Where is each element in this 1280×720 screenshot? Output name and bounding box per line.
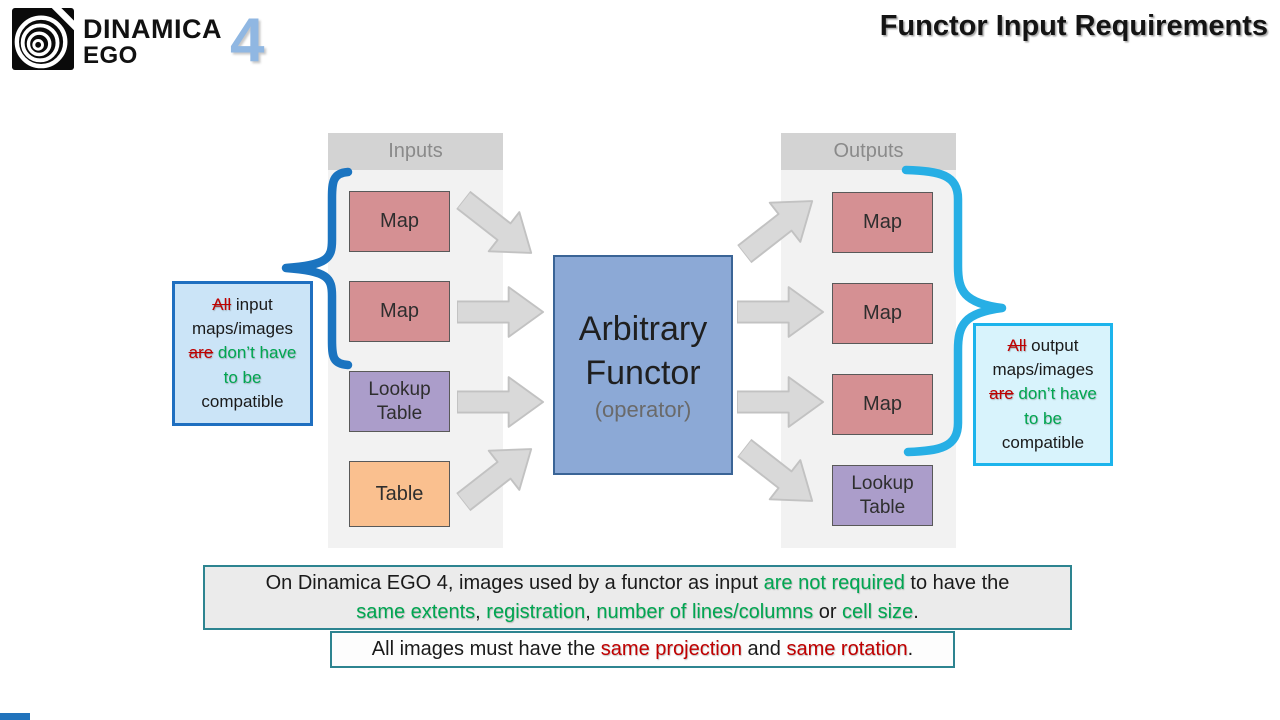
lookup-box: Lookup Table xyxy=(349,371,450,432)
functor-title-line1: Arbitrary xyxy=(578,309,708,348)
text-segment: same projection xyxy=(600,638,742,660)
text-segment: or xyxy=(813,600,843,623)
box-label: Map xyxy=(863,211,902,233)
box-label: Map xyxy=(863,302,902,324)
logo-name: DINAMICA xyxy=(83,14,222,44)
text-segment: . xyxy=(907,638,914,660)
input-compatibility-callout: All input maps/images are don’t have to … xyxy=(172,281,313,426)
text-segment: On Dinamica EGO 4, images used by a func… xyxy=(265,571,764,594)
text-segment: , xyxy=(475,600,487,623)
text-segment: All xyxy=(1007,335,1027,355)
requirements-note: On Dinamica EGO 4, images used by a func… xyxy=(203,565,1072,630)
text-segment: compatible xyxy=(201,391,284,411)
logo-subname: EGO xyxy=(83,42,138,69)
box-label: Map xyxy=(380,210,419,232)
box-label: Lookup Table xyxy=(851,472,914,518)
functor-title-line2: Functor xyxy=(585,354,701,392)
flow-arrow-output-1 xyxy=(736,200,814,264)
text-segment: registration xyxy=(486,600,586,623)
table-box: Table xyxy=(349,461,450,527)
text-segment: compatible xyxy=(1001,432,1085,452)
text-segment: . xyxy=(913,600,919,623)
text-segment: don’t have to be xyxy=(217,343,297,387)
text-segment: All images must have the xyxy=(371,638,601,660)
box-label: Map xyxy=(863,393,902,415)
output-compatibility-callout: All output maps/images are don’t have to… xyxy=(973,323,1113,466)
map-box: Map xyxy=(832,283,933,344)
box-label: Lookup Table xyxy=(368,378,431,424)
text-segment: same rotation xyxy=(786,638,908,660)
text-segment: , xyxy=(585,600,597,623)
flow-arrow-input-4 xyxy=(455,448,533,512)
flow-arrow-input-1 xyxy=(455,190,533,254)
flow-arrow-input-3 xyxy=(457,376,545,428)
text-segment: and xyxy=(741,638,787,660)
text-segment: are xyxy=(188,343,214,363)
box-label: Table xyxy=(375,482,424,505)
text-segment: input maps/images xyxy=(191,294,294,339)
flow-arrow-input-2 xyxy=(457,286,545,338)
box-label: Map xyxy=(380,300,419,322)
arbitrary-functor-box: Arbitrary Functor (operator) xyxy=(553,255,733,475)
text-segment: cell size xyxy=(842,600,914,623)
map-box: Map xyxy=(832,374,933,435)
outputs-header: Outputs xyxy=(781,133,956,170)
lookup-box: Lookup Table xyxy=(832,465,933,526)
text-segment: are not required xyxy=(763,571,905,594)
page-title: Functor Input Requirements xyxy=(879,10,1268,42)
corner-accent-bar xyxy=(0,713,30,720)
map-box: Map xyxy=(349,281,450,342)
map-box: Map xyxy=(349,191,450,252)
text-segment: don’t have to be xyxy=(1018,384,1097,428)
dinamica-spiral-icon xyxy=(12,8,74,70)
projection-rotation-note: All images must have the same projection… xyxy=(330,631,955,668)
text-segment: are xyxy=(989,384,1014,404)
text-segment: same extents xyxy=(356,600,476,623)
flow-arrow-output-4 xyxy=(736,438,814,502)
map-box: Map xyxy=(832,192,933,253)
logo-text: DINAMICA EGO xyxy=(83,16,222,68)
text-segment: number of lines/columns xyxy=(596,600,814,623)
logo-version-number: 4 xyxy=(230,6,265,75)
flow-arrow-output-2 xyxy=(737,286,825,338)
inputs-header: Inputs xyxy=(328,133,503,170)
text-segment: output maps/images xyxy=(992,335,1094,380)
functor-subtitle: (operator) xyxy=(594,397,692,423)
text-segment: All xyxy=(212,294,232,314)
flow-arrow-output-3 xyxy=(737,376,825,428)
dinamica-ego-logo: DINAMICA EGO 4 xyxy=(12,8,264,71)
text-segment: to have the xyxy=(904,571,1010,594)
